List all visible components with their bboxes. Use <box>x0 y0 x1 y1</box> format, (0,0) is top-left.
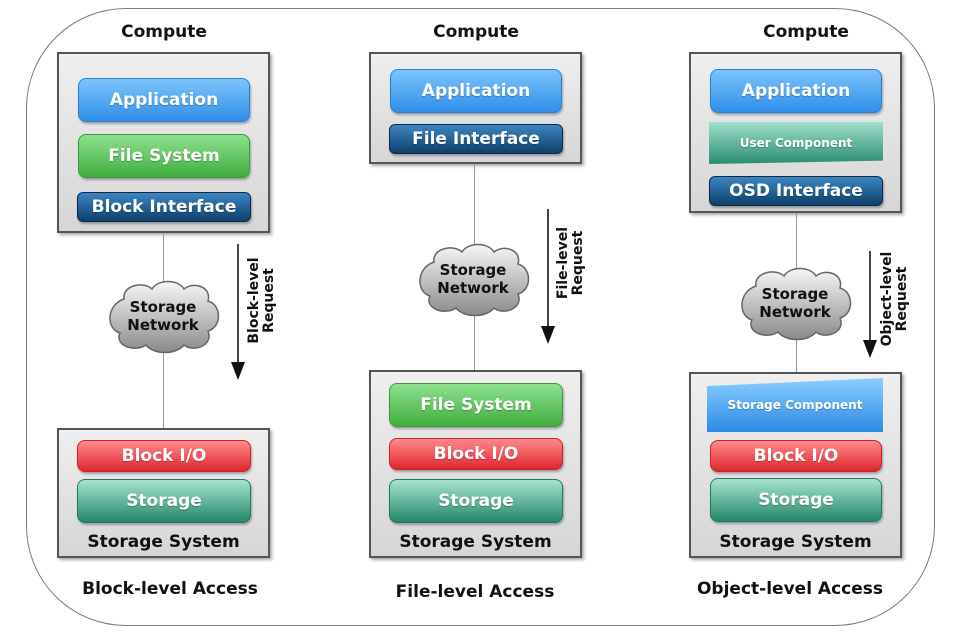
request-label-line1: Object-level <box>879 251 895 347</box>
down-arrow-icon <box>541 326 555 344</box>
layer-block-io: Block I/O <box>710 440 882 472</box>
layer-storage-component: Storage Component <box>707 378 883 432</box>
layer-file-interface: File Interface <box>389 124 563 154</box>
storage-system-label: Storage System <box>87 532 240 552</box>
request-arrow-line <box>237 244 239 364</box>
storage-system-label: Storage System <box>399 532 552 552</box>
diagram-frame <box>26 8 935 626</box>
layer-osd-interface: OSD Interface <box>709 176 883 206</box>
layer-application: Application <box>390 69 562 113</box>
request-label: Object-level Request <box>879 240 910 358</box>
compute-box: Application User Component OSD Interface <box>689 52 902 213</box>
access-title: Object-level Access <box>696 579 884 599</box>
network-label: Network <box>437 279 509 297</box>
layer-block-interface: Block Interface <box>77 192 251 222</box>
request-label: Block-level Request <box>246 243 277 358</box>
down-arrow-icon <box>231 362 245 380</box>
network-label: Network <box>127 316 199 334</box>
request-label-line2: Request <box>261 268 277 333</box>
layer-block-io: Block I/O <box>77 440 251 472</box>
storage-system-box: Block I/O Storage Storage System <box>57 428 270 558</box>
request-label-line2: Request <box>570 230 586 296</box>
layer-block-io: Block I/O <box>389 438 563 470</box>
network-label: Network <box>759 303 831 321</box>
compute-box: Application File Interface <box>369 52 582 164</box>
compute-title: Compute <box>763 22 849 42</box>
layer-storage: Storage <box>710 478 882 522</box>
storage-system-box: File System Block I/O Storage Storage Sy… <box>369 370 582 558</box>
request-label-line2: Request <box>894 266 910 332</box>
request-arrow-line <box>869 251 871 351</box>
layer-application: Application <box>78 78 250 122</box>
storage-system-label: Storage System <box>719 532 872 552</box>
network-label: Storage <box>761 285 829 303</box>
request-label-line1: File-level <box>555 226 571 300</box>
layer-application: Application <box>710 69 882 113</box>
access-title: Block-level Access <box>82 579 258 599</box>
access-title: File-level Access <box>395 582 555 602</box>
layer-file-system: File System <box>389 383 563 427</box>
layer-storage: Storage <box>77 479 251 523</box>
layer-storage: Storage <box>389 479 563 523</box>
network-label: Storage <box>129 298 197 316</box>
network-label: Storage <box>439 261 507 279</box>
layer-file-system: File System <box>78 134 250 178</box>
request-arrow-line <box>547 209 549 329</box>
request-label: File-level Request <box>555 208 586 318</box>
storage-system-box: Storage Component Block I/O Storage Stor… <box>689 372 902 558</box>
request-label-line1: Block-level <box>246 257 262 344</box>
compute-box: Application File System Block Interface <box>57 52 270 233</box>
layer-user-component: User Component <box>709 122 883 164</box>
down-arrow-icon <box>863 340 877 358</box>
compute-title: Compute <box>433 22 519 42</box>
compute-title: Compute <box>121 22 207 42</box>
